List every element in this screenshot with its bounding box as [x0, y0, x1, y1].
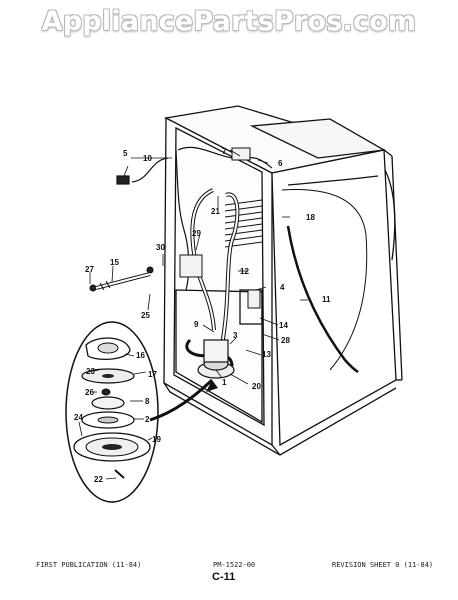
callout-11: 11 [322, 295, 331, 304]
callout-2: 2 [145, 415, 150, 424]
callout-9: 9 [194, 320, 199, 329]
part-manual-number: PM-1522-00 [213, 561, 256, 569]
callout-5: 5 [123, 149, 128, 158]
page-number: C-11 [212, 571, 236, 583]
callout-15: 15 [110, 258, 119, 267]
leader-lines [78, 149, 308, 480]
callout-3: 3 [233, 331, 238, 340]
callout-numbers: 5 10 7 6 21 18 29 30 15 27 12 4 11 25 14… [74, 147, 331, 484]
callout-24: 24 [74, 413, 83, 422]
callout-21: 21 [211, 207, 220, 216]
callout-30: 30 [156, 243, 165, 252]
callout-18: 18 [306, 213, 315, 222]
callout-20: 20 [252, 382, 261, 391]
callout-17: 17 [148, 370, 157, 379]
dryer-cabinet [163, 105, 403, 456]
callout-26: 26 [85, 388, 94, 397]
callout-22: 22 [94, 475, 103, 484]
callout-14: 14 [279, 321, 288, 330]
callout-19: 19 [152, 435, 161, 444]
fill-hose [185, 188, 240, 367]
pump-on-cabinet [197, 339, 235, 379]
components [89, 147, 261, 309]
callout-1: 1 [222, 378, 227, 387]
callout-28: 28 [281, 336, 290, 345]
callout-4: 4 [280, 283, 285, 292]
callout-7: 7 [222, 147, 227, 156]
callout-25: 25 [141, 311, 150, 320]
callout-6: 6 [278, 159, 283, 168]
callout-13: 13 [262, 350, 271, 359]
bolt [95, 272, 151, 291]
callout-29: 29 [192, 229, 201, 238]
revision-note: REVISION SHEET 0 (11-84) [332, 561, 434, 569]
watermark: AppliancePartsPros.com [41, 6, 417, 37]
callout-27: 27 [85, 265, 94, 274]
first-publication-note: FIRST PUBLICATION (11-84) [36, 561, 142, 569]
cord-clamp [116, 175, 130, 185]
callout-8: 8 [145, 397, 150, 406]
callout-12: 12 [240, 267, 249, 276]
callout-23: 23 [86, 367, 95, 376]
pump-exploded-detail [65, 321, 218, 503]
callout-16: 16 [136, 351, 145, 360]
callout-10: 10 [143, 154, 152, 163]
